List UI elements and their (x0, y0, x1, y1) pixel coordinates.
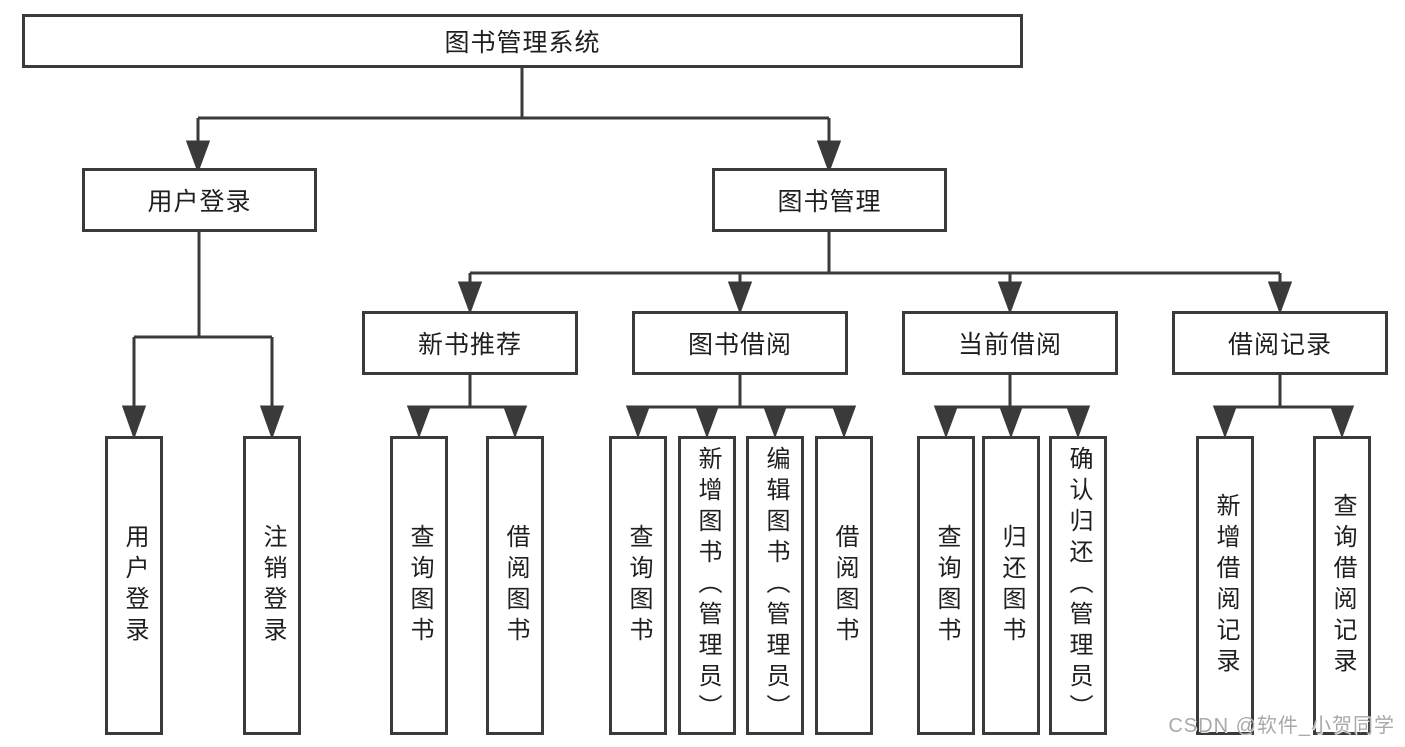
arrowhead (816, 140, 842, 174)
node-root-label: 图书管理系统 (444, 29, 601, 57)
arrowhead (259, 405, 285, 440)
watermark: CSDN @软件_小贺同学 (1168, 715, 1395, 737)
arrowhead (997, 281, 1023, 315)
node-label: 编辑图书（管理员） (762, 446, 789, 725)
arrowhead (502, 405, 528, 439)
node-label: 查询借阅记录 (1329, 492, 1356, 679)
node-label: 借阅图书 (502, 523, 529, 648)
arrowhead (1212, 405, 1238, 439)
node-leaf-query-book-3: 查询图书 (917, 436, 975, 735)
node-leaf-borrow-book-1: 借阅图书 (486, 436, 544, 735)
arrowhead (406, 405, 432, 439)
node-leaf-add-book-admin: 新增图书（管理员） (678, 436, 736, 735)
connector-current-borrow (933, 375, 1091, 439)
connector-new-book (406, 375, 528, 439)
node-label: 查询图书 (406, 523, 433, 648)
connector-book-borrow (625, 375, 857, 439)
node-label: 新增图书（管理员） (694, 446, 721, 725)
node-leaf-logout: 注销登录 (243, 436, 301, 735)
node-module-book-borrow: 图书借阅 (632, 311, 848, 375)
node-label: 借阅记录 (1227, 331, 1332, 359)
node-leaf-query-book-2: 查询图书 (609, 436, 667, 735)
node-module-new-book: 新书推荐 (362, 311, 578, 375)
arrowhead (1267, 281, 1293, 315)
node-leaf-return-book: 归还图书 (982, 436, 1040, 735)
node-module-borrow-record: 借阅记录 (1172, 311, 1388, 375)
node-label: 新书推荐 (417, 331, 522, 359)
node-label: 注销登录 (259, 523, 286, 648)
arrowhead (933, 405, 959, 439)
node-label: 归还图书 (998, 523, 1025, 648)
node-user-login: 用户登录 (82, 168, 317, 232)
node-leaf-user-login: 用户登录 (105, 436, 163, 735)
node-leaf-query-book-1: 查询图书 (390, 436, 448, 735)
node-root: 图书管理系统 (22, 14, 1023, 68)
node-label: 借阅图书 (831, 523, 858, 648)
node-label: 查询图书 (933, 523, 960, 648)
node-label: 查询图书 (625, 523, 652, 648)
arrowhead (762, 405, 788, 439)
arrowhead (694, 405, 720, 439)
node-leaf-edit-book-admin: 编辑图书（管理员） (746, 436, 804, 735)
node-label: 图书借阅 (687, 331, 792, 359)
node-user-login-label: 用户登录 (147, 188, 252, 216)
arrowhead (998, 405, 1024, 439)
arrowhead (1329, 405, 1355, 439)
node-label: 新增借阅记录 (1212, 492, 1239, 679)
arrowhead (1065, 405, 1091, 439)
node-book-management-label: 图书管理 (777, 188, 882, 216)
node-label: 确认归还（管理员） (1065, 446, 1092, 725)
arrowhead (831, 405, 857, 439)
node-leaf-borrow-book-2: 借阅图书 (815, 436, 873, 735)
arrowhead (457, 281, 483, 315)
node-label: 用户登录 (121, 523, 148, 648)
node-leaf-confirm-return-admin: 确认归还（管理员） (1049, 436, 1107, 735)
arrowhead (727, 281, 753, 315)
node-module-current-borrow: 当前借阅 (902, 311, 1118, 375)
node-book-management: 图书管理 (712, 168, 947, 232)
arrowhead (185, 140, 211, 174)
connector-user-login (121, 232, 285, 440)
arrowhead (625, 405, 651, 439)
connector-book-management (457, 232, 1293, 315)
node-label: 当前借阅 (957, 331, 1062, 359)
connector-borrow-record (1212, 375, 1355, 439)
arrowhead (121, 405, 147, 440)
connector-root (185, 67, 842, 174)
node-leaf-query-borrow-record: 查询借阅记录 (1313, 436, 1371, 735)
node-leaf-add-borrow-record: 新增借阅记录 (1196, 436, 1254, 735)
